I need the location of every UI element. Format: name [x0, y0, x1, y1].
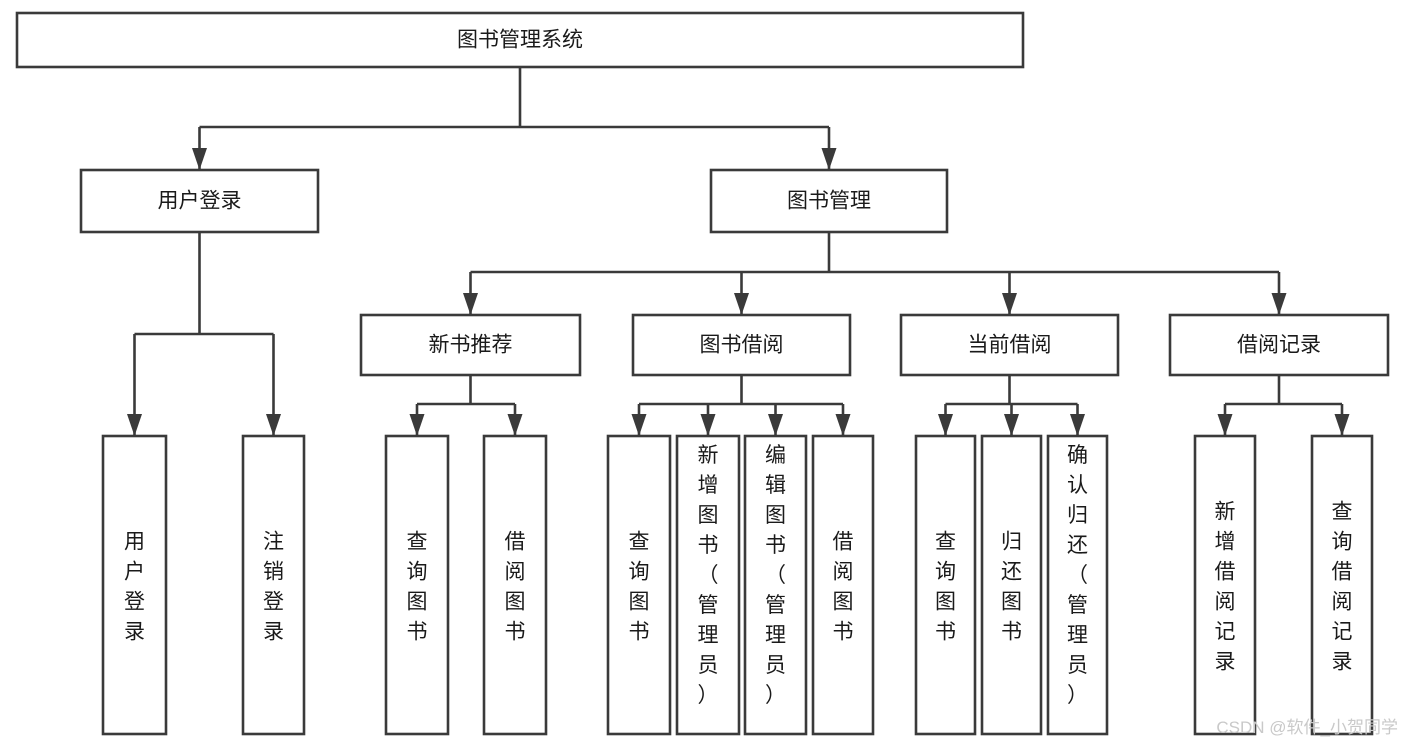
arrow-head-icon-current-borrow-1: [1004, 414, 1019, 436]
node-label-leaf-borrow-book-rec: 借阅图书: [505, 530, 526, 643]
node-box-leaf-return-book: [980, 434, 1043, 736]
arrow-head-icon-book-borrow-0: [631, 414, 647, 436]
arrow-head-icon-user-login-0: [127, 414, 142, 436]
arrow-head-icon-book-manage-0: [463, 293, 478, 315]
arrow-head-icon-book-borrow-3: [835, 414, 851, 436]
node-box-leaf-query-book-rec: [384, 434, 450, 736]
connector-layer: [127, 67, 1350, 436]
node-leaf-add-record[interactable]: 新增借阅记录: [1193, 434, 1257, 736]
node-box-leaf-user-login: [101, 434, 168, 736]
node-leaf-confirm-return[interactable]: 确认归还（管理员）: [1046, 434, 1109, 736]
node-box-leaf-add-book: [675, 434, 741, 736]
node-box-leaf-borrow-book-b: [811, 434, 875, 736]
node-label-leaf-user-login: 用户登录: [124, 530, 145, 643]
node-box-current-borrow: [899, 313, 1120, 377]
node-leaf-borrow-book-rec[interactable]: 借阅图书: [482, 434, 548, 736]
node-label-leaf-confirm-return: 确认归还（管理员）: [1067, 444, 1088, 707]
arrow-head-icon-book-manage-3: [1271, 293, 1287, 315]
arrow-head-icon-borrow-record-1: [1334, 414, 1350, 436]
node-leaf-query-book-b[interactable]: 查询图书: [606, 434, 672, 736]
node-label-leaf-query-book-rec: 查询图书: [407, 530, 428, 643]
node-box-leaf-logout: [241, 434, 306, 736]
node-leaf-query-book-rec[interactable]: 查询图书: [384, 434, 450, 736]
arrow-head-icon-borrow-record-0: [1217, 414, 1233, 436]
node-box-new-book-rec: [359, 313, 582, 377]
node-box-leaf-add-record: [1193, 434, 1257, 736]
node-box-leaf-confirm-return: [1046, 434, 1109, 736]
arrow-head-icon-root-0: [192, 148, 207, 170]
node-box-book-manage: [709, 168, 949, 234]
arrow-head-icon-new-book-rec-1: [507, 414, 523, 436]
arrow-head-icon-book-manage-2: [1002, 293, 1017, 315]
node-label-leaf-edit-book: 编辑图书（管理员）: [765, 444, 786, 707]
node-layer: 图书管理系统用户登录图书管理新书推荐图书借阅当前借阅借阅记录用户登录注销登录查询…: [15, 11, 1390, 736]
csdn-watermark: CSDN @软件_小贺同学: [1216, 718, 1398, 737]
node-label-borrow-record: 借阅记录: [1237, 334, 1321, 357]
node-leaf-logout[interactable]: 注销登录: [241, 434, 306, 736]
arrow-head-icon-new-book-rec-0: [409, 414, 425, 436]
node-label-leaf-add-book: 新增图书（管理员）: [698, 444, 719, 707]
arrow-head-icon-user-login-1: [266, 414, 281, 436]
node-label-current-borrow: 当前借阅: [968, 334, 1052, 357]
node-box-borrow-record: [1168, 313, 1390, 377]
node-label-user-login: 用户登录: [158, 190, 242, 213]
arrow-head-icon-book-manage-1: [734, 293, 749, 315]
node-new-book-rec[interactable]: 新书推荐: [359, 313, 582, 377]
node-book-borrow[interactable]: 图书借阅: [631, 313, 852, 377]
node-root[interactable]: 图书管理系统: [15, 11, 1025, 69]
node-leaf-add-book[interactable]: 新增图书（管理员）: [675, 434, 741, 736]
node-label-leaf-query-book-b: 查询图书: [629, 530, 650, 643]
node-label-book-manage: 图书管理: [787, 190, 871, 213]
node-box-leaf-edit-book: [743, 434, 808, 736]
node-label-leaf-query-record: 查询借阅记录: [1332, 500, 1353, 673]
node-label-leaf-query-book-c: 查询图书: [935, 530, 956, 643]
node-box-leaf-query-record: [1310, 434, 1374, 736]
node-box-user-login: [79, 168, 320, 234]
node-label-leaf-borrow-book-b: 借阅图书: [833, 530, 854, 643]
node-label-root: 图书管理系统: [457, 29, 583, 52]
node-current-borrow[interactable]: 当前借阅: [899, 313, 1120, 377]
node-borrow-record[interactable]: 借阅记录: [1168, 313, 1390, 377]
node-label-leaf-return-book: 归还图书: [1001, 530, 1022, 643]
arrow-head-icon-book-borrow-1: [700, 414, 716, 436]
node-box-leaf-query-book-b: [606, 434, 672, 736]
node-label-leaf-add-record: 新增借阅记录: [1215, 500, 1236, 673]
node-box-root: [15, 11, 1025, 69]
node-leaf-borrow-book-b[interactable]: 借阅图书: [811, 434, 875, 736]
arrow-head-icon-book-borrow-2: [768, 414, 783, 436]
node-leaf-query-record[interactable]: 查询借阅记录: [1310, 434, 1374, 736]
node-leaf-user-login[interactable]: 用户登录: [101, 434, 168, 736]
node-box-leaf-borrow-book-rec: [482, 434, 548, 736]
node-box-book-borrow: [631, 313, 852, 377]
node-book-manage[interactable]: 图书管理: [709, 168, 949, 234]
node-label-leaf-logout: 注销登录: [263, 530, 284, 643]
node-label-book-borrow: 图书借阅: [700, 334, 784, 357]
node-label-new-book-rec: 新书推荐: [429, 334, 513, 357]
node-box-leaf-query-book-c: [914, 434, 977, 736]
node-leaf-return-book[interactable]: 归还图书: [980, 434, 1043, 736]
arrow-head-icon-current-borrow-2: [1070, 414, 1085, 436]
arrow-head-icon-current-borrow-0: [938, 414, 953, 436]
node-leaf-query-book-c[interactable]: 查询图书: [914, 434, 977, 736]
node-user-login[interactable]: 用户登录: [79, 168, 320, 234]
node-leaf-edit-book[interactable]: 编辑图书（管理员）: [743, 434, 808, 736]
arrow-head-icon-root-1: [821, 148, 837, 170]
